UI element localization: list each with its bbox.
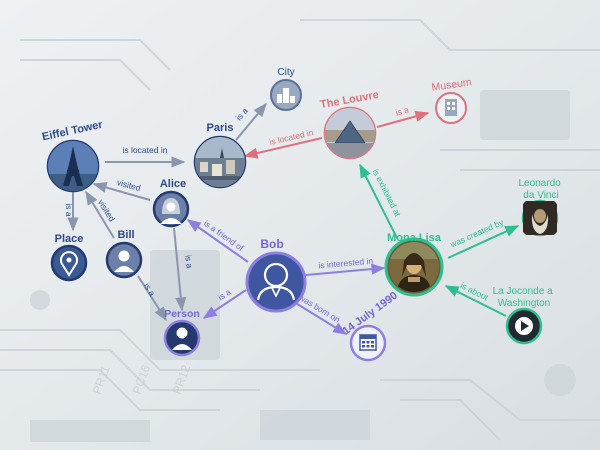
- edge-label: is located in: [123, 145, 168, 155]
- museum-building-icon: [445, 99, 457, 116]
- person-avatar-icon: [256, 262, 296, 301]
- node-label: Person: [164, 308, 200, 320]
- edge-monalisa-davinci: was created by: [447, 217, 520, 259]
- video-play-icon: [515, 317, 533, 335]
- edge-paris-city: is a: [234, 102, 267, 141]
- label-line-1: Leonardo: [518, 178, 561, 189]
- node-leonardo-da-vinci[interactable]: Leonardo da Vinci: [518, 178, 563, 237]
- node-bill[interactable]: Bill: [105, 229, 143, 279]
- node-label: Bill: [117, 229, 134, 241]
- node-label: Leonardo da Vinci: [518, 178, 563, 201]
- city-skyline-icon: [277, 88, 295, 103]
- edge-label: is a: [234, 106, 250, 123]
- edge-bob-alice: is a friend of: [186, 218, 249, 263]
- node-louvre[interactable]: The Louvre: [319, 89, 380, 160]
- edge-label: is a: [142, 281, 158, 298]
- label-line-2: Washington: [498, 298, 550, 309]
- edge-label: is interested in: [318, 256, 374, 271]
- node-date[interactable]: 14 July 1990: [340, 290, 400, 362]
- node-eiffel-tower[interactable]: Eiffel Tower: [41, 119, 104, 193]
- node-person[interactable]: Person: [163, 308, 201, 357]
- node-label: City: [277, 67, 294, 78]
- edge-bob-person: is a: [202, 287, 247, 319]
- woman-avatar-icon: [160, 198, 182, 224]
- node-bob[interactable]: Bob: [245, 237, 307, 313]
- edge-bill-eiffel: visited: [85, 190, 117, 239]
- node-la-joconde-a-washington[interactable]: La Joconde a Washington: [493, 286, 556, 345]
- node-label: Alice: [160, 178, 186, 190]
- edge-monalisa-louvre: is exhibited at: [359, 163, 403, 239]
- edge-bill-person: is a: [137, 275, 167, 322]
- edge-bob-monalisa: is interested in: [305, 256, 386, 276]
- node-label: La Joconde a Washington: [493, 286, 556, 309]
- node-mona-lisa[interactable]: Mona Lisa: [384, 232, 444, 297]
- node-paris[interactable]: Paris: [193, 122, 247, 189]
- node-label: Bob: [260, 237, 283, 251]
- edge-louvre-paris: is located in: [243, 127, 323, 159]
- edge-label: is a friend of: [202, 218, 246, 253]
- label-line-2: da Vinci: [523, 190, 558, 201]
- edge-label: is exhibited at: [370, 167, 403, 218]
- person-silhouette-icon: [172, 327, 192, 350]
- edge-label: is located in: [268, 127, 314, 147]
- edge-label: is a: [64, 203, 74, 217]
- map-pin-icon: [60, 251, 78, 277]
- node-label: Paris: [207, 122, 234, 134]
- node-label: Mona Lisa: [387, 232, 442, 244]
- node-city[interactable]: City: [270, 67, 302, 111]
- mona-lisa-painting: [389, 242, 439, 292]
- paris-aerial-photo: [195, 137, 245, 187]
- node-museum[interactable]: Museum: [431, 76, 473, 124]
- node-alice[interactable]: Alice: [152, 178, 190, 228]
- eiffel-tower-photo: [48, 141, 98, 191]
- label-line-1: La Joconde a: [493, 286, 553, 297]
- edge-louvre-museum: is a: [376, 104, 430, 128]
- node-place[interactable]: Place: [50, 233, 88, 282]
- da-vinci-portrait: [523, 201, 557, 235]
- edge-eiffel-place: is a: [64, 190, 79, 232]
- edge-alice-eiffel: visited: [92, 177, 151, 201]
- node-label: Eiffel Tower: [41, 119, 104, 144]
- edge-paris-eiffel: is located in: [105, 145, 186, 168]
- edge-label: is a: [395, 104, 411, 117]
- edge-label: visited: [96, 198, 117, 224]
- louvre-pyramid-photo: [325, 108, 375, 158]
- edge-label: is a: [183, 254, 195, 269]
- man-avatar-icon: [114, 250, 134, 272]
- node-label: Museum: [431, 76, 473, 94]
- node-label: Place: [55, 233, 84, 245]
- edge-alice-person: is a: [173, 227, 195, 312]
- calendar-icon: [359, 334, 377, 351]
